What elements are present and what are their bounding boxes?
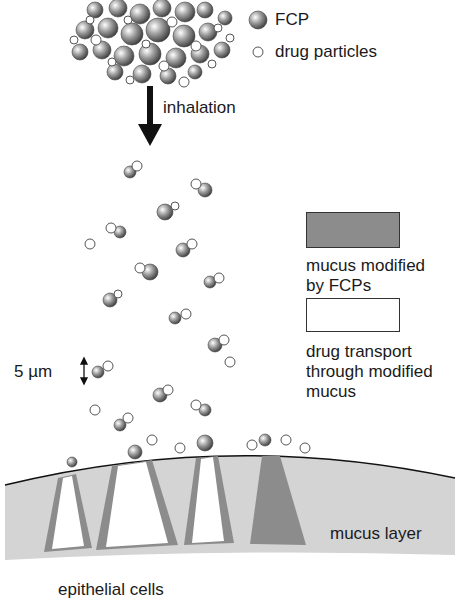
drug-particle [300, 443, 310, 453]
fcp-sphere [214, 42, 230, 58]
fcp-sphere [197, 2, 213, 18]
mucus-layer [5, 456, 455, 560]
drug-particle [123, 413, 133, 423]
fcp-sphere [175, 2, 195, 22]
fcp-sphere [249, 11, 267, 29]
fcp-sphere [197, 435, 213, 451]
legend-swatch [306, 212, 400, 248]
drug-particle [171, 202, 179, 210]
drug-particle [163, 385, 173, 395]
fcp-sphere [114, 46, 134, 66]
drug-particle [70, 36, 78, 44]
fcp-sphere [169, 312, 181, 324]
drug-particle [103, 361, 113, 371]
fcp-sphere [128, 445, 142, 459]
particles [67, 0, 310, 467]
drug-particle [175, 443, 185, 453]
arrow-label: inhalation [163, 98, 236, 118]
fcp-sphere [67, 457, 77, 467]
layer-label: epithelial cells [58, 580, 164, 600]
fcp-sphere [98, 18, 118, 38]
legend-text: drug transport through modified mucus [306, 342, 456, 402]
drug-particle [219, 335, 229, 345]
drug-particle [214, 273, 224, 283]
drug-particle [281, 435, 291, 445]
drug-particle [86, 16, 94, 24]
drug-particle [159, 61, 169, 71]
fcp-sphere [92, 366, 104, 378]
drug-particle [187, 239, 197, 249]
drug-particle [214, 24, 222, 32]
drug-particle [247, 440, 257, 450]
legend-text: drug particles [275, 42, 425, 62]
fcp-sphere [188, 65, 202, 79]
drug-particle [226, 34, 234, 42]
drug-particle [191, 400, 201, 410]
fcp-sphere [133, 65, 151, 83]
fcp-sphere [72, 44, 88, 60]
drug-particle [135, 263, 145, 273]
drug-particle [208, 60, 216, 68]
drug-particle [90, 405, 100, 415]
drug-particle [253, 47, 263, 57]
drug-particle [179, 77, 189, 87]
fcp-sphere [107, 64, 123, 80]
drug-particle [191, 41, 201, 51]
drug-particle [124, 16, 132, 24]
drug-particle [167, 17, 177, 27]
fcp-sphere [146, 18, 170, 42]
drug-particle [191, 179, 201, 189]
layer-label: mucus layer [330, 524, 422, 544]
drug-particle [85, 239, 95, 249]
fcp-sphere [218, 11, 232, 25]
fcp-sphere [130, 4, 150, 24]
fcp-sphere [153, 0, 171, 17]
drug-particle [114, 290, 122, 298]
drug-particle [142, 40, 150, 48]
scale-arrow [81, 358, 87, 384]
drug-particle [108, 58, 116, 66]
legend-text: FCP [275, 10, 425, 30]
drug-particle [181, 309, 191, 319]
drug-particle [132, 161, 142, 171]
legend-swatch [306, 298, 400, 332]
legend-text: mucus modified by FCPs [306, 256, 446, 296]
mucus-channels [44, 456, 306, 552]
drug-particle [126, 76, 134, 84]
scale-label: 5 µm [14, 362, 52, 382]
fcp-sphere [121, 23, 143, 45]
drug-particle [225, 357, 235, 367]
drug-particle [106, 223, 116, 233]
drug-particle [91, 35, 101, 45]
drug-particle [147, 435, 157, 445]
fcp-sphere [259, 434, 271, 446]
inhalation-arrow [138, 86, 162, 146]
fcp-sphere [109, 0, 127, 17]
